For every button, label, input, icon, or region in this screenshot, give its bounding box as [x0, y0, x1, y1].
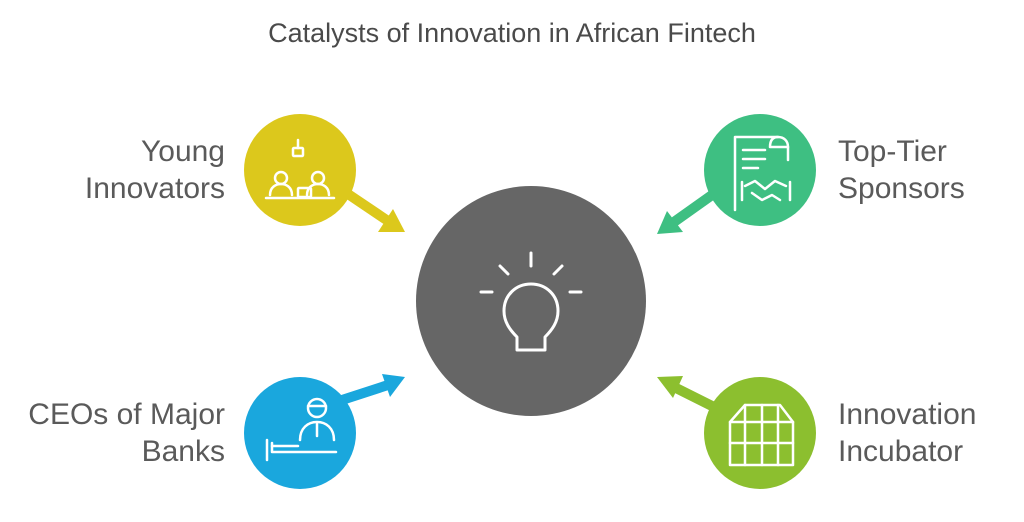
arrow-ceos-of-major-banks	[340, 374, 405, 405]
label-line: Banks	[141, 435, 225, 468]
label-line: Young	[141, 135, 225, 168]
label-top-tier-sponsors: Top-Tier Sponsors	[838, 133, 1018, 207]
label-line: CEOs of Major	[28, 398, 225, 431]
node-circle-innovation-incubator	[704, 377, 816, 489]
label-line: Innovators	[84, 172, 225, 205]
label-innovation-incubator: Innovation Incubator	[838, 396, 1018, 470]
arrow-innovation-incubator	[657, 376, 715, 411]
node-circle-top-tier-sponsors	[704, 114, 816, 226]
label-line: Top-Tier	[838, 135, 947, 168]
contract-handshake-icon	[733, 135, 792, 212]
people-at-desk-icon	[264, 138, 336, 200]
label-line: Incubator	[838, 435, 964, 468]
node-circle-young-innovators	[244, 114, 356, 226]
greenhouse-icon	[728, 403, 795, 467]
label-young-innovators: Young Innovators	[20, 133, 225, 207]
arrow-top-tier-sponsors	[657, 190, 715, 234]
arrow-young-innovators	[342, 187, 405, 232]
label-line: Sponsors	[838, 172, 965, 205]
center-circle	[416, 186, 646, 416]
lightbulb-icon	[479, 251, 583, 352]
label-ceos-of-major-banks: CEOs of Major Banks	[10, 396, 225, 470]
diagram-title: Catalysts of Innovation in African Finte…	[268, 18, 756, 48]
label-line: Innovation	[838, 398, 977, 431]
executive-at-desk-icon	[265, 397, 338, 462]
